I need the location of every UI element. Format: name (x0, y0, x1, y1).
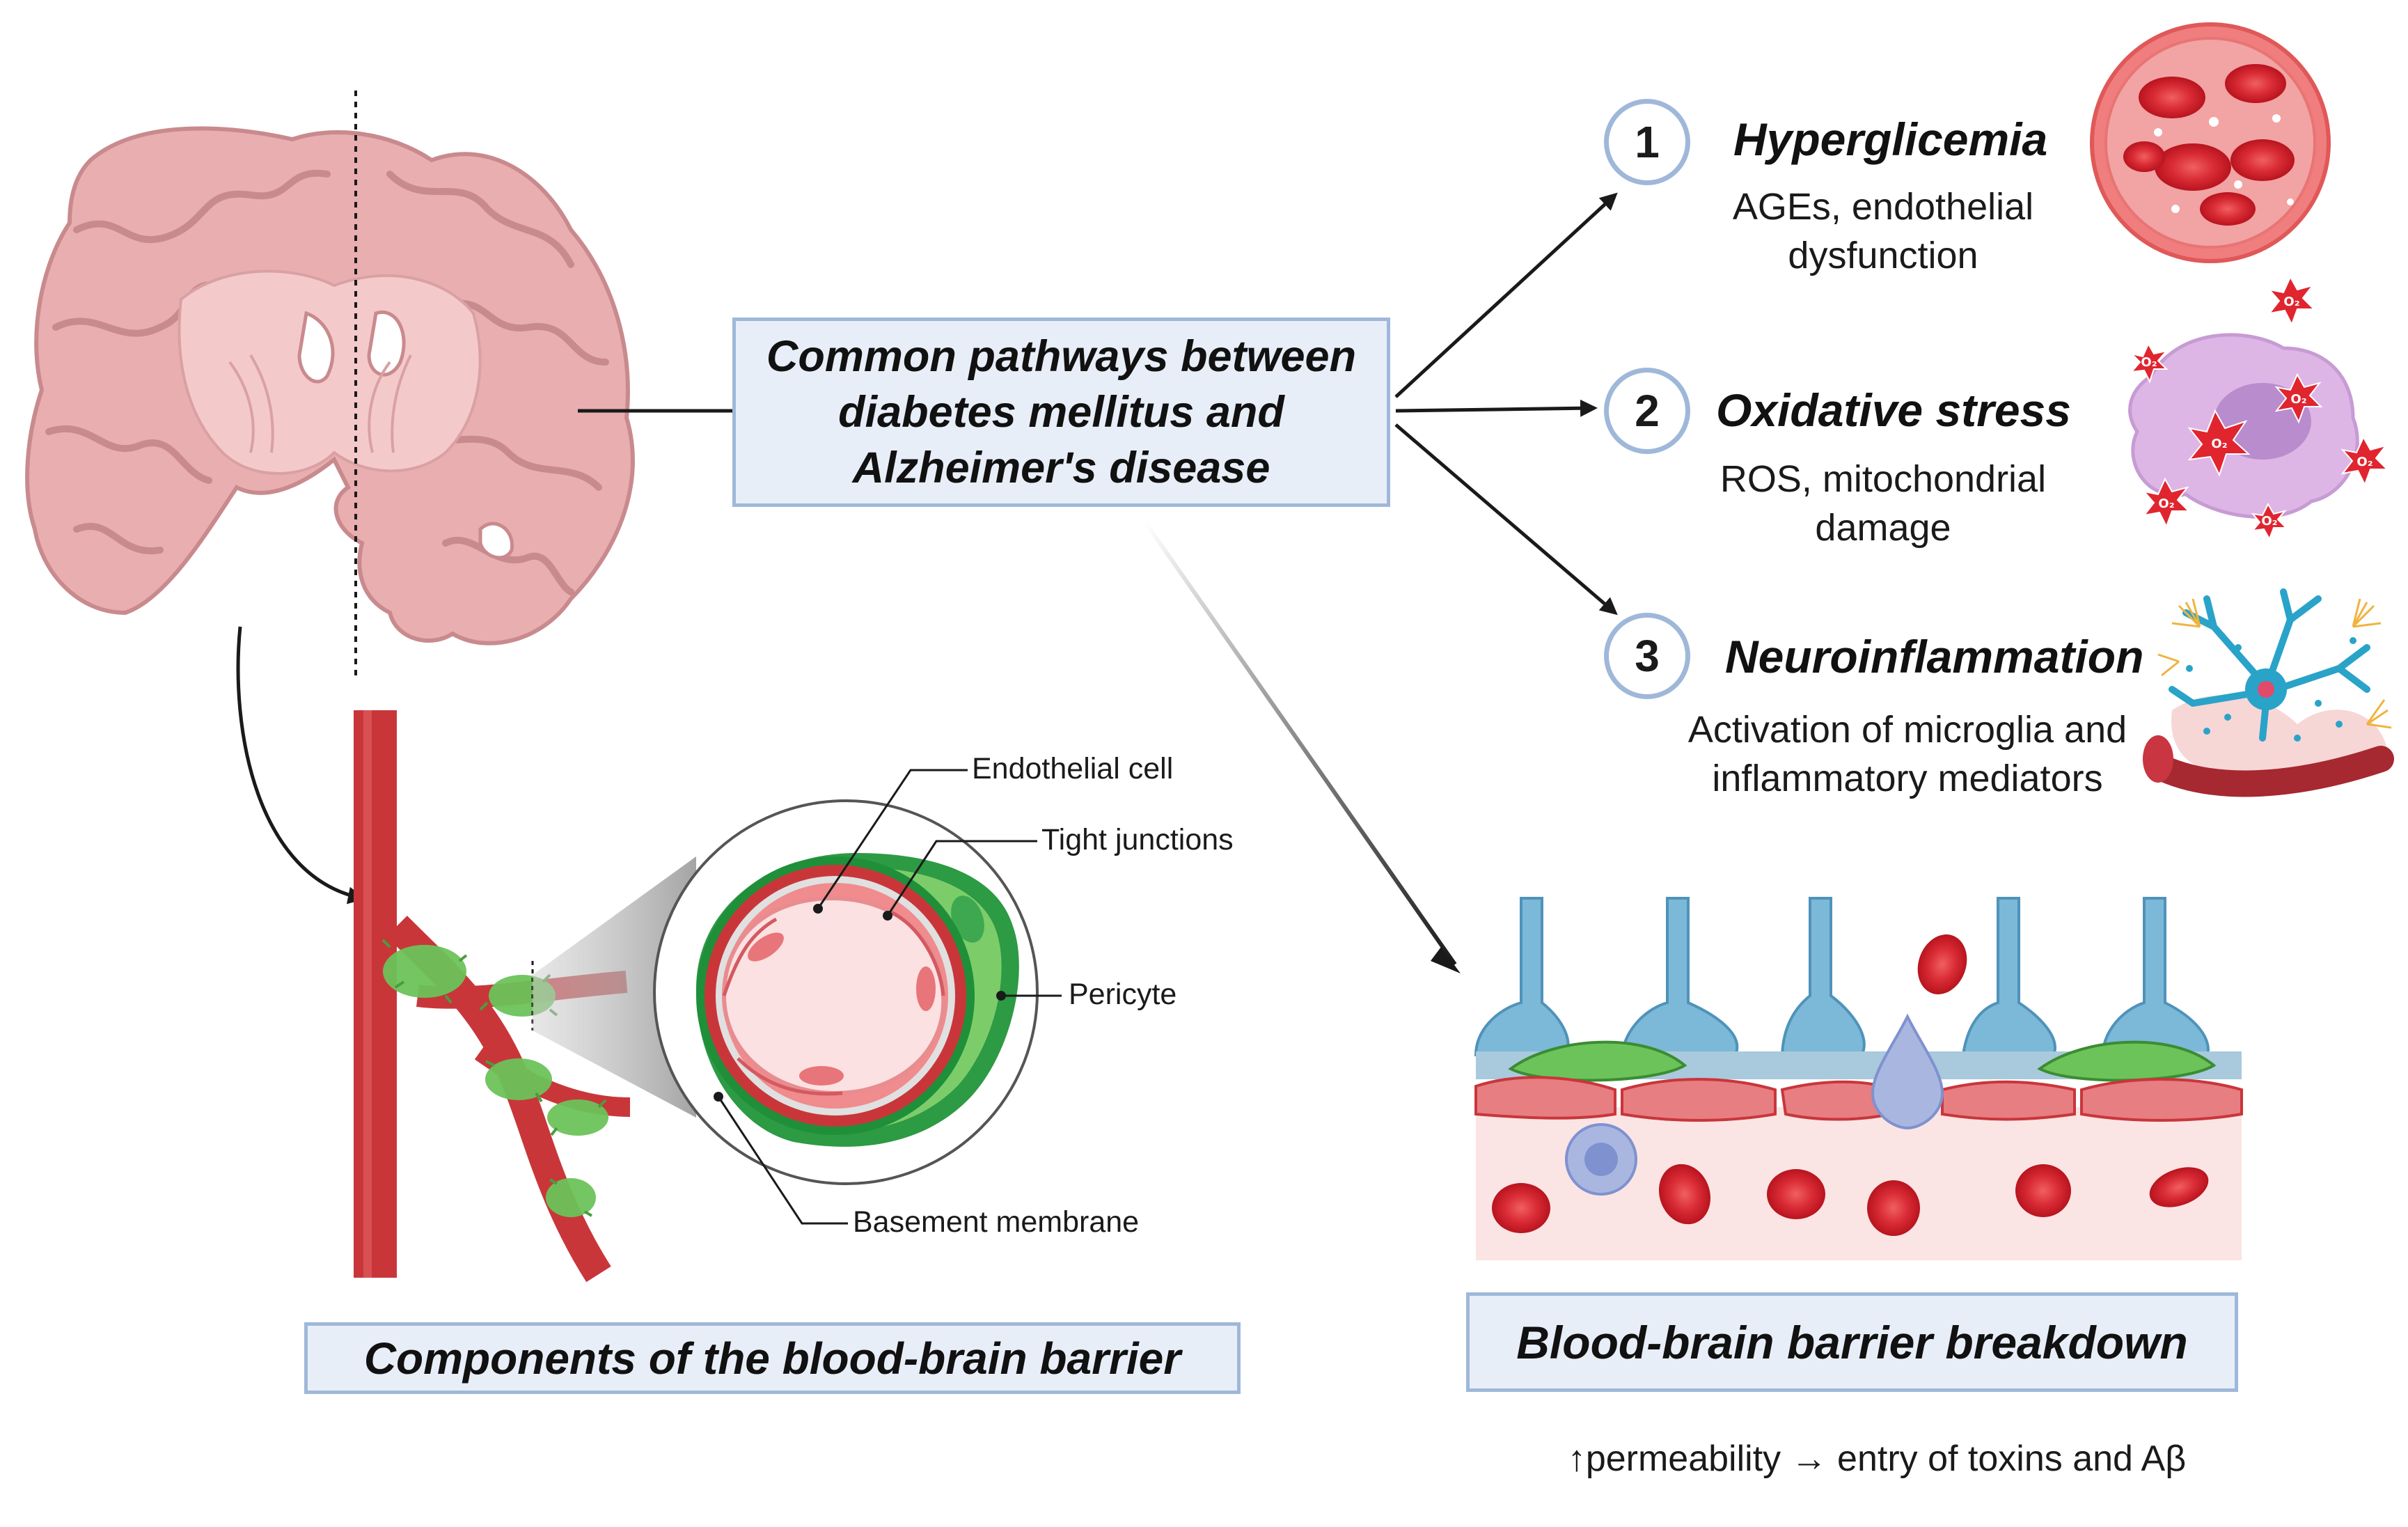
breakdown-caption: ↑permeability → entry of toxins and Aβ (1567, 1439, 2187, 1479)
breakdown-label: Blood-brain barrier breakdown (1516, 1316, 2188, 1368)
svg-text:O₂: O₂ (2261, 514, 2277, 528)
pathway-desc-3: Activation of microglia and inflammatory… (1650, 705, 2165, 803)
svg-text:O₂: O₂ (2158, 496, 2174, 511)
arrow-to-oxidative-stress (1395, 399, 1598, 417)
cerebral-vessel-illustration (354, 710, 631, 1283)
central-line-2: diabetes mellitus and (838, 388, 1284, 437)
pathway-desc-1-line-1: AGEs, endothelial (1732, 186, 2034, 228)
pathway-number-2: 2 (1604, 368, 1690, 454)
oxidative-stress-cell-icon: O₂ O₂ O₂ O₂ O₂ O₂ O₂ (2128, 275, 2389, 541)
svg-text:O₂: O₂ (2211, 437, 2227, 451)
svg-text:O₂: O₂ (2141, 355, 2157, 370)
central-line-3: Alzheimer's disease (852, 444, 1270, 492)
pathway-desc-1-line-2: dysfunction (1788, 235, 1978, 276)
svg-text:O₂: O₂ (2283, 295, 2299, 309)
pathway-title-1: Hyperglicemia (1733, 113, 2048, 165)
arrow-to-neuroinflammation (1394, 423, 1618, 616)
zoom-cone (533, 856, 696, 1118)
pathway-number-3: 3 (1604, 613, 1690, 699)
bbb-cross-section (653, 769, 1062, 1225)
svg-text:O₂: O₂ (2356, 455, 2372, 469)
hyperglycemia-vessel-icon (2090, 22, 2331, 263)
pathway-title-2: Oxidative stress (1716, 384, 2071, 436)
pathway-desc-3-line-2: inflammatory mediators (1712, 758, 2103, 799)
pathway-number-1: 1 (1604, 99, 1690, 185)
neuroinflammation-icon (2143, 588, 2394, 797)
pathway-desc-2-line-2: damage (1815, 507, 1951, 549)
label-pericyte: Pericyte (1069, 978, 1177, 1011)
pathway-desc-2-line-1: ROS, mitochondrial (1720, 458, 2047, 500)
central-line-1: Common pathways between (766, 332, 1357, 381)
pathway-desc-3-line-1: Activation of microglia and (1687, 709, 2127, 751)
brain-coronal-section (25, 91, 635, 675)
pathway-desc-1: AGEs, endothelial dysfunction (1678, 182, 2088, 280)
label-tight-junctions: Tight junctions (1041, 823, 1234, 856)
label-endothelial-cell: Endothelial cell (972, 752, 1174, 785)
central-pathways-box: Common pathways between diabetes mellitu… (732, 318, 1390, 507)
label-basement-membrane: Basement membrane (853, 1205, 1140, 1239)
components-box: Components of the blood-brain barrier (304, 1322, 1241, 1394)
breakdown-box: Blood-brain barrier breakdown (1466, 1292, 2238, 1392)
bbb-breakdown-illustration (1474, 897, 2243, 1260)
arrow-to-breakdown (1143, 521, 1457, 966)
arrow-brain-to-vessel (236, 626, 365, 905)
pathway-desc-2: ROS, mitochondrial damage (1678, 455, 2088, 552)
components-label: Components of the blood-brain barrier (363, 1333, 1181, 1384)
arrow-to-hyperglicemia (1394, 192, 1618, 398)
pathway-title-3: Neuroinflammation (1725, 631, 2144, 682)
svg-text:O₂: O₂ (2290, 392, 2306, 407)
